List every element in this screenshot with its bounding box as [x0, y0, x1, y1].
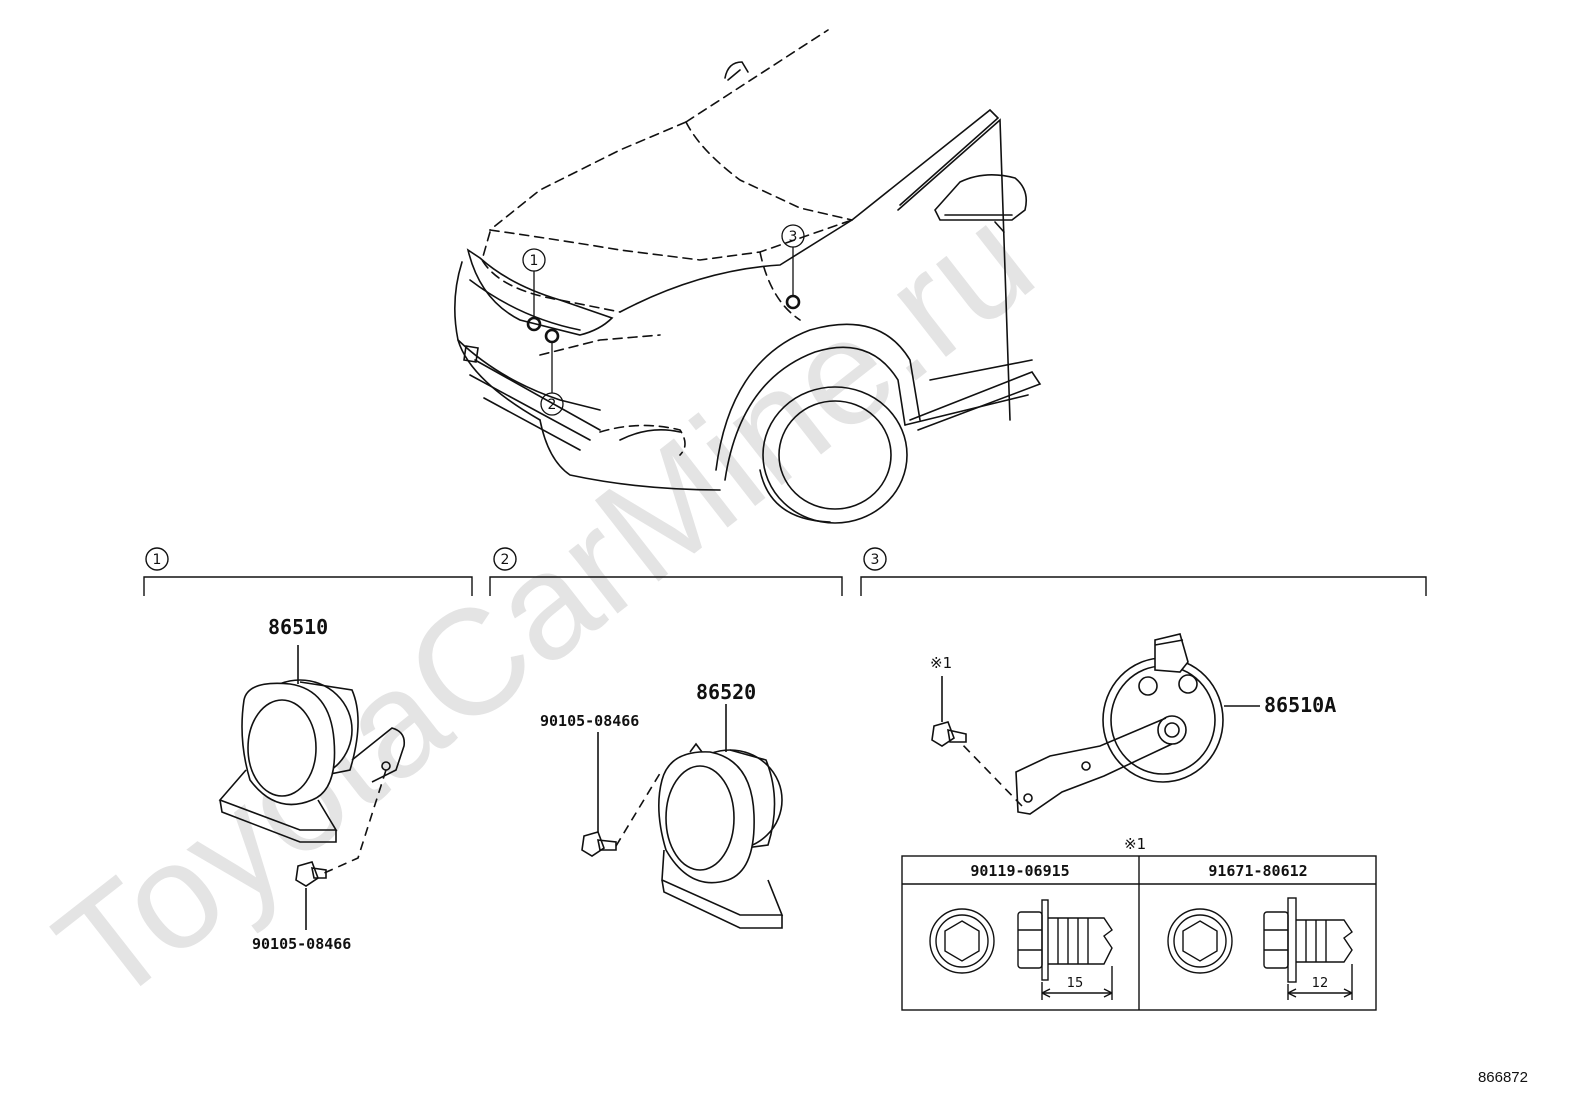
part-86520-label: 86520: [696, 680, 756, 704]
callout-1-number: 1: [530, 253, 539, 269]
section-brackets: [143, 547, 1427, 596]
bolt-table: [901, 855, 1377, 1011]
horn-location-2: [544, 328, 560, 344]
table-col1-part-number: 90119-06915: [970, 862, 1069, 880]
part-90105-08466-label-2: 90105-08466: [540, 712, 639, 730]
table-col1-dimension: 15: [1067, 976, 1084, 991]
section-1-number: 1: [153, 552, 162, 568]
note-mark-bolt: ※1: [930, 654, 952, 672]
callout-3-number: 3: [789, 229, 798, 245]
horn-86520: [581, 704, 784, 929]
horn-86510A: [931, 633, 1260, 815]
part-86510-label: 86510: [268, 615, 328, 639]
horn-86510: [218, 645, 406, 930]
table-col2-dimension: 12: [1312, 976, 1329, 991]
horn-location-1: [526, 316, 542, 332]
callout-2-number: 2: [548, 397, 557, 413]
horn-location-3: [785, 294, 801, 310]
part-90105-08466-label-1: 90105-08466: [252, 935, 351, 953]
part-86510A-label: 86510A: [1264, 693, 1336, 717]
table-col2-part-number: 91671-80612: [1208, 862, 1307, 880]
section-2-number: 2: [501, 552, 510, 568]
watermark: ToyotaCarMine.ru: [26, 174, 1062, 1035]
table-note-mark: ※1: [1124, 835, 1146, 853]
document-number: 866872: [1478, 1069, 1528, 1086]
car-callouts: [522, 224, 805, 416]
section-3-number: 3: [871, 552, 880, 568]
car-outline: [454, 29, 1042, 524]
